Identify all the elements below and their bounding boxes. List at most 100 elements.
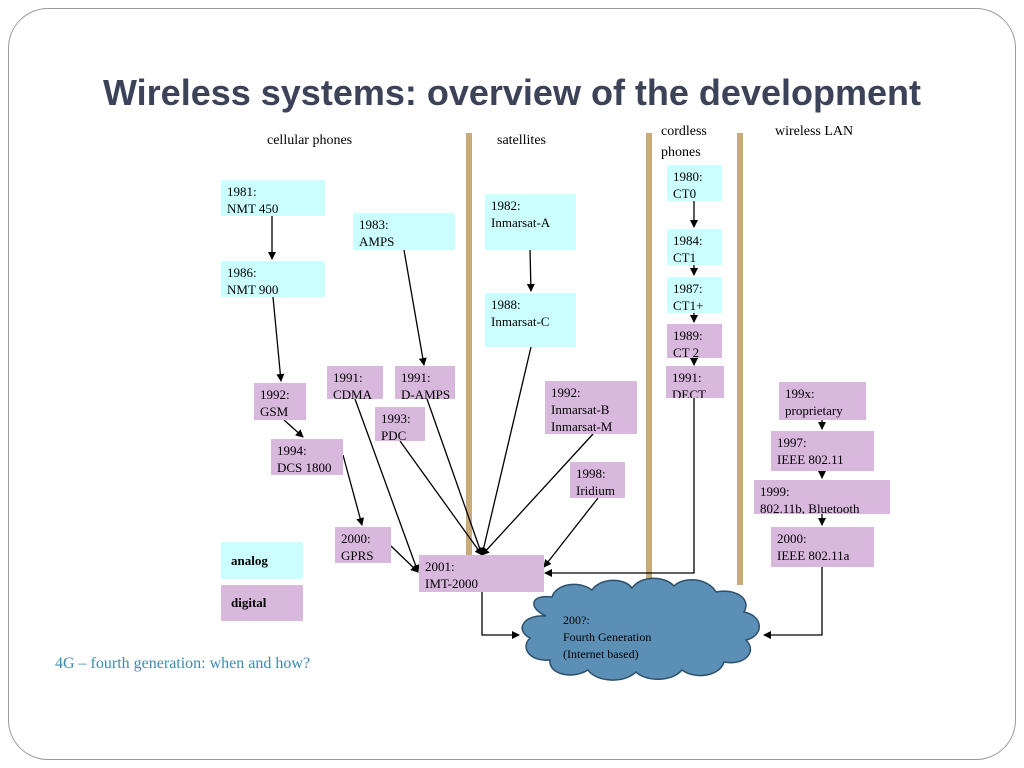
box-dcs1800-year: 1994: [277,443,307,458]
box-proprietary-year: 199x: [785,386,815,401]
box-dcs1800-name: DCS 1800 [277,460,332,475]
box-ct2-year: 1989: [673,328,703,343]
box-gprs-year: 2000: [341,531,371,546]
legend-analog: analog [221,542,303,579]
box-ieee80211b: 1999: 802.11b, Bluetooth [754,480,890,514]
box-damps-name: D-AMPS [401,387,451,399]
box-inmarsatBM-year: 1992: [551,385,581,400]
box-ieee80211b-name: 802.11b, Bluetooth [760,501,860,514]
box-nmt450-year: 1981: [227,184,257,199]
box-ieee80211: 1997: IEEE 802.11 [771,431,874,471]
box-inmarsatBM-name: Inmarsat-B [551,402,610,417]
box-ct2-name: CT 2 [673,345,700,358]
cloud-4g-line2: Fourth Generation [563,630,652,644]
box-nmt450: 1981: NMT 450 [221,180,325,216]
box-pdc: 1993: PDC [375,407,425,441]
arrow-damps-imt2000 [426,398,484,556]
box-amps: 1983: AMPS [353,213,455,250]
box-inmarsatA: 1982: Inmarsat-A [485,194,576,250]
separator-cellular-satellites [466,133,472,585]
box-amps-year: 1983: [359,217,389,232]
box-pdc-name: PDC [381,428,407,441]
arrow-inmarsatA-inmarsatC [526,249,535,292]
box-ct1plus: 1987: CT1+ [667,277,722,313]
box-ieee80211b-year: 1999: [760,484,790,499]
box-inmarsatC: 1988: Inmarsat-C [485,293,576,347]
box-iridium-name: Iridium [576,483,615,498]
box-ieee80211-name: IEEE 802.11 [777,452,844,467]
column-label-cordless-line1: cordless [661,124,707,139]
box-nmt900-name: NMT 900 [227,282,279,297]
box-imt2000: 2001: IMT-2000 [419,555,544,592]
box-cdma-name: CDMA [333,387,373,399]
column-label-satellites: satellites [497,133,546,148]
box-ieee80211-year: 1997: [777,435,807,450]
column-label-wlan: wireless LAN [775,124,854,139]
arrow-dcs1800-gprs [342,454,365,526]
box-ct1-name: CT1 [673,250,697,265]
box-dect: 1991: DECT [666,366,724,398]
box-damps: 1991: D-AMPS [395,366,455,399]
box-cdma-year: 1991: [333,370,363,385]
cloud-4g [521,577,760,681]
box-nmt900-year: 1986: [227,265,257,280]
box-nmt900: 1986: NMT 900 [221,261,325,297]
separator-cordless-wlan [737,133,743,585]
column-label-cordless: cordless phones [661,121,707,163]
arrow-dect-imt2000 [544,398,695,577]
fourth-generation-question: 4G – fourth generation: when and how? [55,655,311,672]
box-inmarsatC-name: Inmarsat-C [491,314,550,329]
arrow-imt2000-4g [481,592,520,639]
box-inmarsatBM-name2: Inmarsat-M [551,419,613,434]
box-ieee80211a-name: IEEE 802.11a [777,548,850,563]
box-gsm-name: GSM [260,404,289,419]
box-amps-name: AMPS [359,234,395,249]
box-gsm-year: 1992: [260,387,290,402]
box-inmarsatA-year: 1982: [491,198,521,213]
cloud-4g-line1: 200?: [563,613,590,627]
box-gprs: 2000: GPRS [335,527,391,563]
box-damps-year: 1991: [401,370,431,385]
box-ct0: 1980: CT0 [667,165,722,201]
arrow-amps-damps [403,249,427,366]
box-dect-year: 1991: [672,370,702,385]
box-ct1-year: 1984: [673,233,703,248]
box-ieee80211a-year: 2000: [777,531,807,546]
box-nmt450-name: NMT 450 [227,201,279,216]
box-dect-name: DECT [672,387,706,398]
box-iridium-year: 1998: [576,466,606,481]
arrow-cdma-imt2000 [354,398,420,573]
box-inmarsatA-name: Inmarsat-A [491,215,551,230]
arrow-iridium-imt2000 [543,497,599,568]
box-iridium: 1998: Iridium [570,462,625,498]
arrow-inmarsatBM-imt2000 [481,433,594,556]
box-ct0-name: CT0 [673,186,697,201]
arrow-gsm-dcs1800 [283,419,304,438]
box-ct1plus-name: CT1+ [673,298,704,313]
box-pdc-year: 1993: [381,411,411,426]
arrow-pdc-imt2000 [399,440,483,556]
box-gprs-name: GPRS [341,548,374,563]
box-ct1plus-year: 1987: [673,281,703,296]
box-dcs1800: 1994: DCS 1800 [271,439,343,475]
arrow-nmt900-gsm [272,296,285,382]
column-label-cellular: cellular phones [267,133,353,148]
cloud-4g-line3: (Internet based) [563,647,639,661]
box-proprietary-name: proprietary [785,403,843,418]
box-gsm: 1992: GSM [254,383,306,420]
box-proprietary: 199x: proprietary [779,382,866,420]
page-title: Wireless systems: overview of the develo… [103,72,921,113]
legend-digital: digital [221,585,303,621]
box-cdma: 1991: CDMA [327,366,383,399]
cloud-4g-label: 200?: Fourth Generation (Internet based) [563,612,651,663]
separator-satellites-cordless [646,133,652,585]
arrow-ieee80211a-4g [763,567,823,639]
box-imt2000-name: IMT-2000 [425,576,478,591]
box-ct0-year: 1980: [673,169,703,184]
box-ct2: 1989: CT 2 [667,324,722,358]
box-imt2000-year: 2001: [425,559,455,574]
box-ct1: 1984: CT1 [667,229,722,265]
arrow-inmarsatC-imt2000 [479,346,532,556]
box-inmarsatBM: 1992: Inmarsat-B Inmarsat-M [545,381,637,434]
